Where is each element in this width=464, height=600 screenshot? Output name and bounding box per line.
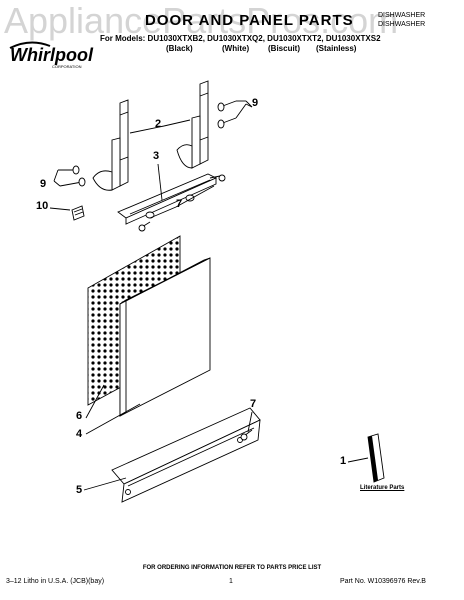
brand-logo: Whirlpool [10,45,93,65]
callout-9-left: 9 [40,178,47,190]
brace-bar [117,173,218,225]
brand-sub: CORPORATION [52,64,82,69]
clip-part [71,205,85,221]
variant-biscuit: (Biscuit) [268,44,300,53]
callout-7: 7 [250,398,257,410]
page-title: DOOR AND PANEL PARTS [145,12,354,29]
callout-8: 7 [176,198,183,210]
page-number: 1 [229,578,233,585]
hinge-bracket-right [176,80,209,169]
screws-bar [138,174,226,232]
literature-booklet [367,433,385,483]
callout-3: 3 [153,150,160,162]
ordering-note: FOR ORDERING INFORMATION REFER TO PARTS … [142,565,322,571]
category-line-2: DISHWASHER [378,21,426,28]
callout-2: 2 [155,118,162,130]
watermark-text: AppliancePartsPros.com [4,0,399,41]
callout-10: 10 [36,200,49,212]
literature-label: Literature Parts [360,485,405,491]
category-line-1: DISHWASHER [378,12,426,19]
callout-1: 1 [340,455,347,467]
callout-5: 5 [76,484,83,496]
screws-right [217,100,247,129]
litho-info: 3–12 Litho in U.S.A. (JCB)(bay) [6,578,105,585]
part-number: Part No. W10396976 Rev.B [340,578,426,585]
variant-black: (Black) [166,44,193,53]
brand-swoosh-icon [9,41,51,49]
screws-left [58,165,86,187]
toe-panel [111,407,261,503]
leader-lines [49,100,369,491]
callout-4: 4 [76,428,83,440]
callout-6: 6 [76,410,83,422]
model-list: For Models: DU1030XTXB2, DU1030XTXQ2, DU… [100,34,381,43]
hinge-bracket-left [92,99,129,191]
callout-9-right: 9 [252,97,259,109]
variant-stainless: (Stainless) [316,44,357,53]
screw-toe [240,429,253,441]
variant-white: (White) [222,44,250,53]
